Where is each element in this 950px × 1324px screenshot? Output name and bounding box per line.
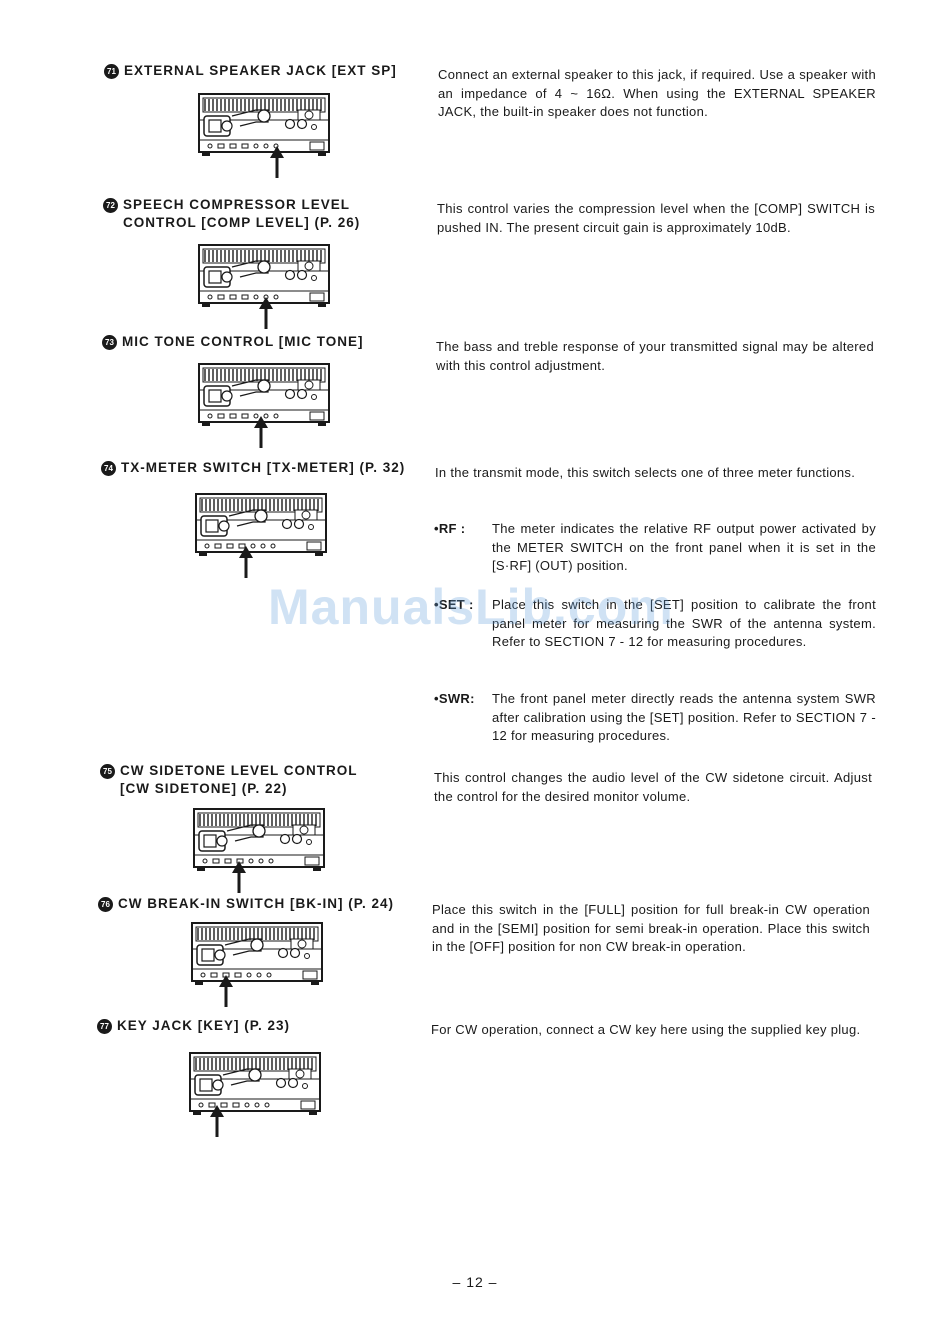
description-text: Place this switch in the [FULL] position… — [432, 902, 870, 954]
bullet-key: •RF : — [434, 521, 466, 536]
description-text: This control varies the compression leve… — [437, 201, 875, 235]
radio-rear-panel-figure — [196, 92, 332, 184]
description-text: This control changes the audio level of … — [434, 770, 872, 804]
section-heading: 73 MIC TONE CONTROL [MIC TONE] — [102, 333, 422, 351]
heading-line: CW BREAK-IN SWITCH [BK-IN] (P. 24) — [118, 896, 394, 911]
section-heading: 74 TX-METER SWITCH [TX-METER] (P. 32) — [101, 459, 421, 477]
pointer-arrow-icon — [210, 1105, 224, 1117]
meter-function-bullet: •RF : The meter indicates the relative RF… — [434, 520, 876, 576]
radio-rear-panel-figure — [189, 921, 325, 1013]
heading-line: SPEECH COMPRESSOR LEVEL — [123, 197, 351, 212]
radio-rear-panel-figure — [191, 807, 327, 899]
meter-function-bullet: •SET : Place this switch in the [SET] pos… — [434, 596, 876, 652]
item-number-badge: 74 — [101, 461, 116, 476]
pointer-arrow-icon — [239, 546, 253, 558]
heading-line: MIC TONE CONTROL [MIC TONE] — [122, 334, 364, 349]
pointer-arrow-icon — [270, 146, 284, 158]
bullet-text: The front panel meter directly reads the… — [492, 691, 876, 743]
heading-line: KEY JACK [KEY] (P. 23) — [117, 1018, 291, 1033]
bullet-text: The meter indicates the relative RF outp… — [492, 521, 876, 573]
radio-rear-panel-figure — [187, 1051, 323, 1143]
page-number: – 12 – — [452, 1274, 498, 1290]
section-heading: 71 EXTERNAL SPEAKER JACK [EXT SP] — [104, 62, 424, 80]
radio-rear-panel-figure — [196, 243, 332, 335]
bullet-key: •SET : — [434, 597, 474, 612]
heading-line: TX-METER SWITCH [TX-METER] (P. 32) — [121, 460, 406, 475]
radio-rear-panel-figure — [196, 362, 332, 454]
description-text: Connect an external speaker to this jack… — [438, 67, 876, 119]
description-text: In the transmit mode, this switch select… — [435, 465, 856, 480]
meter-function-bullet: •SWR: The front panel meter directly read… — [434, 690, 876, 746]
item-number-badge: 72 — [103, 198, 118, 213]
heading-line: EXTERNAL SPEAKER JACK [EXT SP] — [124, 63, 397, 78]
item-number-badge: 71 — [104, 64, 119, 79]
description-text: The bass and treble response of your tra… — [436, 339, 874, 373]
pointer-arrow-icon — [219, 975, 233, 987]
section-heading: 76 CW BREAK-IN SWITCH [BK-IN] (P. 24) — [98, 895, 418, 913]
bullet-text: Place this switch in the [SET] position … — [492, 597, 876, 649]
radio-rear-panel-figure — [193, 492, 329, 584]
heading-line: CW SIDETONE LEVEL CONTROL — [120, 763, 358, 778]
description-text: For CW operation, connect a CW key here … — [431, 1022, 861, 1037]
item-number-badge: 77 — [97, 1019, 112, 1034]
bullet-key: •SWR: — [434, 691, 475, 706]
item-number-badge: 73 — [102, 335, 117, 350]
item-number-badge: 75 — [100, 764, 115, 779]
pointer-arrow-icon — [232, 861, 246, 873]
heading-line: [CW SIDETONE] (P. 22) — [120, 781, 288, 796]
section-heading: 75 CW SIDETONE LEVEL CONTROL [CW SIDETONE]… — [100, 762, 420, 798]
section-heading: 72 SPEECH COMPRESSOR LEVEL CONTROL [COMP L… — [103, 196, 423, 232]
item-number-badge: 76 — [98, 897, 113, 912]
pointer-arrow-icon — [259, 297, 273, 309]
section-heading: 77 KEY JACK [KEY] (P. 23) — [97, 1017, 417, 1035]
pointer-arrow-icon — [254, 416, 268, 428]
heading-line: CONTROL [COMP LEVEL] (P. 26) — [123, 215, 361, 230]
